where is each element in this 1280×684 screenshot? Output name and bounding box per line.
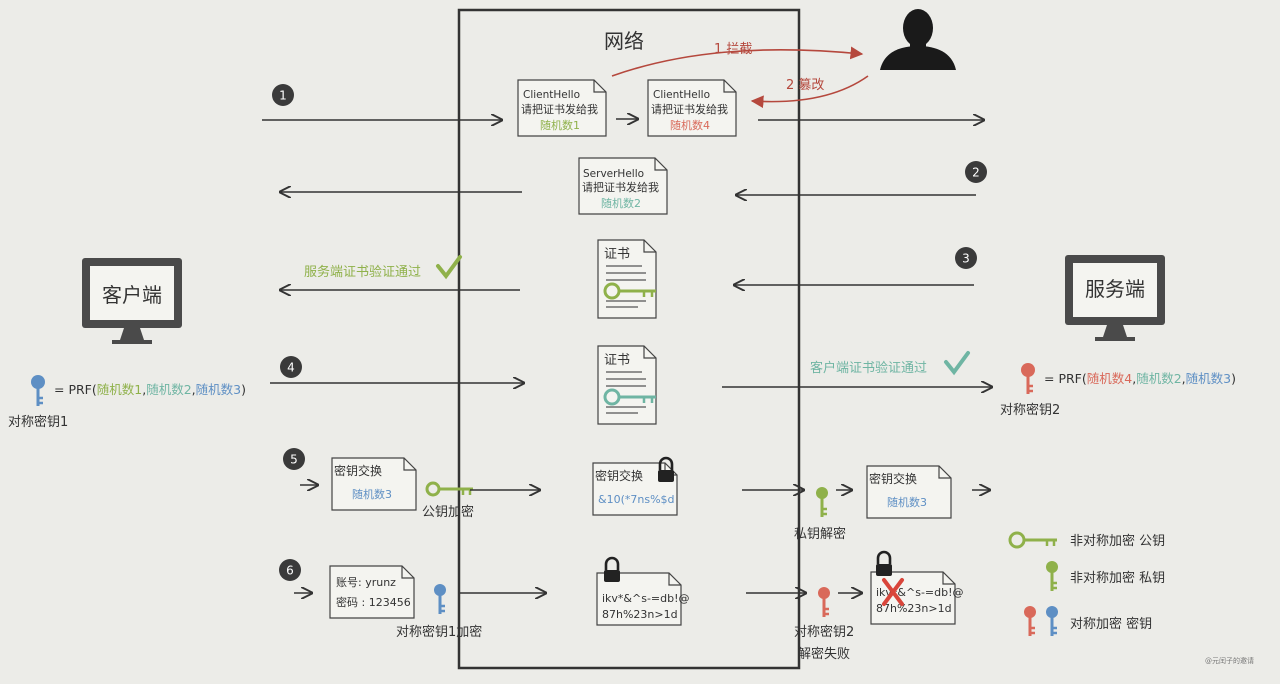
server-label: 服务端 — [1085, 277, 1145, 301]
intercept-label: 1 拦截 — [714, 42, 752, 57]
server-symmetric-key-icon-decrypt — [818, 587, 830, 617]
server-formula: = PRF(随机数4,随机数2,随机数3) — [1044, 371, 1236, 386]
step-badge-3: 3 — [955, 247, 977, 269]
key-exchange-cipher: &10(*7ns%$d — [598, 493, 675, 506]
legend-public-key-label: 非对称加密 公钥 — [1070, 533, 1165, 549]
client-hello-line2: 请把证书发给我 — [521, 102, 598, 116]
svg-text:2: 2 — [972, 166, 980, 180]
private-key-icon-decrypt — [816, 487, 828, 517]
private-key-decrypt-label: 私钥解密 — [794, 526, 846, 542]
step-badge-2: 2 — [965, 161, 987, 183]
fail-cross-icon — [882, 578, 904, 606]
key-exchange-title-server: 密钥交换 — [869, 471, 917, 486]
cipher-line1: ikv*&^s-=db!@ — [602, 592, 690, 605]
failed-cipher-line2: 87h%23n>1d — [876, 602, 952, 615]
watermark: @元闰子的邀请 — [1205, 656, 1254, 665]
key-exchange-encrypted-doc: 密钥交换 &10(*7ns%$d — [592, 462, 678, 516]
server-hello-line1: ServerHello — [583, 168, 644, 180]
cert-public-key-icon-4 — [603, 388, 656, 406]
legend-symmetric-key-label: 对称加密 密钥 — [1070, 616, 1152, 632]
tampered-random: 随机数4 — [670, 118, 710, 132]
password-line: 密码 : 123456 — [336, 595, 411, 609]
legend-symmetric-key-red-icon — [1024, 606, 1036, 636]
network-boundary — [457, 8, 801, 670]
certificate-doc-3: 证书 — [597, 239, 657, 319]
client-hello-random: 随机数1 — [540, 118, 580, 132]
client-symmetric-key-icon — [31, 375, 45, 406]
key-exchange-random-client: 随机数3 — [352, 487, 392, 501]
legend-public-key-icon — [1008, 531, 1057, 549]
svg-text:5: 5 — [290, 453, 298, 467]
server-verified-text: 客户端证书验证通过 — [810, 360, 927, 376]
client-verified-text: 服务端证书验证通过 — [304, 264, 421, 280]
server-hello-line2: 请把证书发给我 — [582, 180, 659, 194]
certificate-label-3: 证书 — [604, 247, 630, 262]
tamper-label: 2 篡改 — [786, 77, 824, 93]
client-hello-line1: ClientHello — [523, 89, 580, 101]
tampered-line2: 请把证书发给我 — [651, 102, 728, 116]
step-badge-6: 6 — [279, 559, 301, 581]
client-check-icon — [436, 255, 462, 280]
account-line: 账号: yrunz — [336, 576, 396, 589]
key-exchange-server-doc: 密钥交换 随机数3 — [866, 465, 952, 519]
client-hello-doc: ClientHello 请把证书发给我 随机数1 — [517, 79, 607, 137]
lock-icon-step5 — [656, 456, 676, 484]
lock-icon-step6 — [602, 556, 622, 584]
certificate-doc-4: 证书 — [597, 345, 657, 425]
public-key-encrypt-label: 公钥加密 — [422, 504, 474, 520]
legend-private-key-icon — [1046, 561, 1058, 591]
step-badge-5: 5 — [283, 448, 305, 470]
svg-text:1: 1 — [279, 89, 287, 103]
client-key-label: 对称密钥1 — [8, 414, 68, 430]
legend-symmetric-key-blue-icon — [1046, 606, 1058, 636]
key-exchange-title-client: 密钥交换 — [334, 463, 382, 478]
network-title: 网络 — [604, 29, 644, 53]
client-formula: = PRF(随机数1,随机数2,随机数3) — [54, 382, 246, 397]
attacker-icon — [880, 9, 956, 70]
symmetric-key-icon-encrypt — [434, 584, 446, 614]
step-badge-1: 1 — [272, 84, 294, 106]
server-key-label: 对称密钥2 — [1000, 402, 1060, 418]
cipher-line2: 87h%23n>1d — [602, 608, 678, 621]
cert-public-key-icon-3 — [603, 282, 656, 300]
lock-icon-failed — [874, 550, 894, 578]
svg-text:3: 3 — [962, 252, 970, 266]
tamper-arrow — [750, 75, 869, 109]
decrypt-fail-label-2: 解密失败 — [798, 646, 850, 662]
decrypt-fail-label-1: 对称密钥2 — [794, 624, 854, 640]
step-badge-4: 4 — [280, 356, 302, 378]
symmetric-encrypt-label: 对称密钥1加密 — [396, 624, 482, 640]
tampered-line1: ClientHello — [653, 89, 710, 101]
public-key-icon-encrypt — [425, 481, 473, 497]
server-check-icon — [944, 351, 970, 376]
certificate-label-4: 证书 — [604, 353, 630, 368]
server-hello-random: 随机数2 — [601, 196, 641, 210]
key-exchange-random-server: 随机数3 — [887, 495, 927, 509]
key-exchange-client-doc: 密钥交换 随机数3 — [331, 457, 417, 511]
svg-text:6: 6 — [286, 564, 294, 578]
client-hello-tampered-doc: ClientHello 请把证书发给我 随机数4 — [647, 79, 737, 137]
server-hello-doc: ServerHello 请把证书发给我 随机数2 — [578, 157, 668, 215]
key-exchange-title-net: 密钥交换 — [595, 468, 643, 483]
svg-text:4: 4 — [287, 361, 295, 375]
account-data-doc: 账号: yrunz 密码 : 123456 — [329, 565, 415, 619]
client-label: 客户端 — [102, 283, 162, 307]
encrypted-data-doc: ikv*&^s-=db!@ 87h%23n>1d — [596, 572, 690, 626]
server-symmetric-key-icon — [1021, 363, 1035, 394]
legend-private-key-label: 非对称加密 私钥 — [1070, 570, 1165, 586]
intercept-arrow — [611, 46, 864, 77]
